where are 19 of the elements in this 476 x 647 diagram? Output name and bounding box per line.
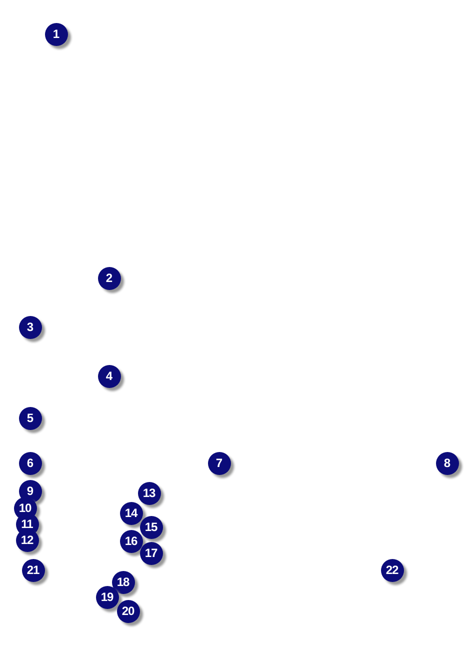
callout-number: 20	[116, 600, 140, 622]
callout-number: 8	[436, 452, 458, 474]
callout-number: 19	[96, 586, 118, 608]
callout-number: 3	[18, 316, 42, 338]
callout-number: 6	[18, 452, 42, 474]
callout-number: 18	[112, 570, 134, 594]
callout-number: 1	[44, 22, 68, 46]
callout-number: 2	[98, 266, 120, 290]
callout-number: 12	[16, 528, 38, 552]
callout-number: 13	[138, 482, 160, 504]
callout-number: 15	[140, 516, 162, 538]
callout-number: 22	[380, 558, 404, 582]
callout-number: 7	[208, 452, 230, 474]
callout-number: 21	[22, 558, 44, 582]
callout-number: 14	[120, 502, 142, 524]
callout-number: 4	[98, 364, 120, 388]
callout-number: 17	[140, 542, 162, 564]
callout-number: 16	[120, 530, 142, 552]
callout-number: 5	[18, 406, 42, 430]
